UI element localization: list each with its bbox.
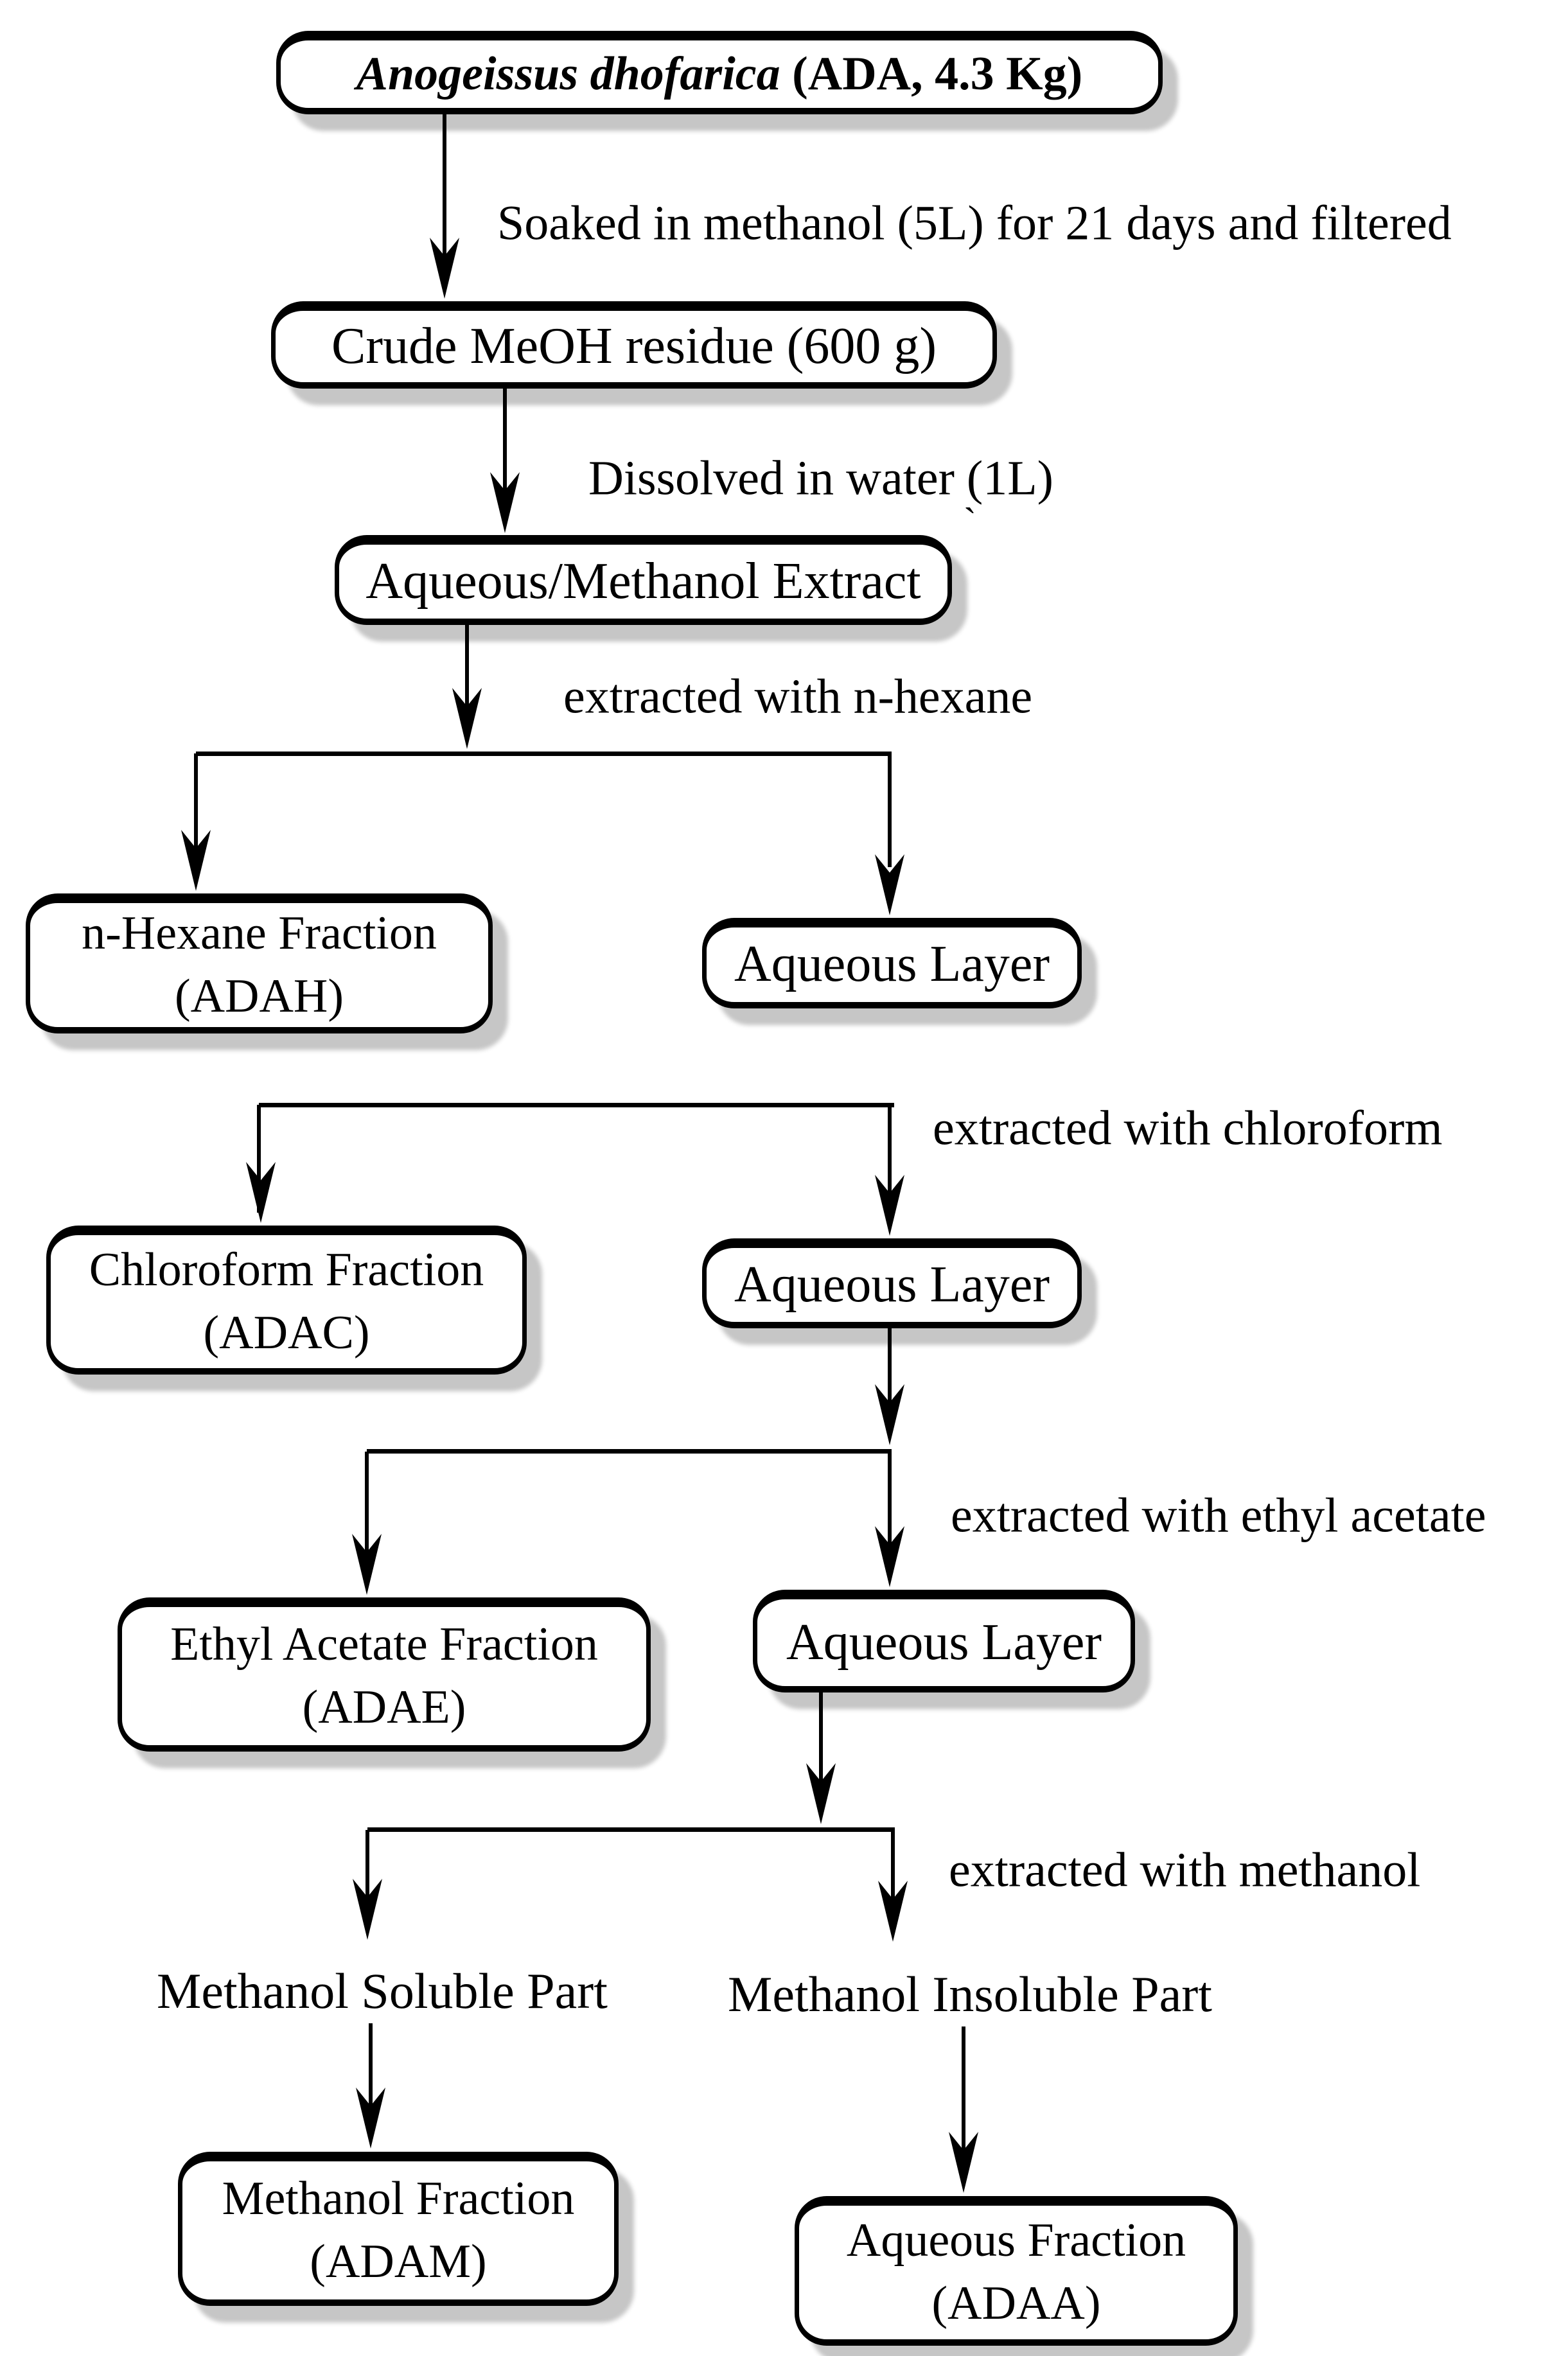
connector-line [194,753,198,879]
connector-line [257,1105,261,1213]
chloroform-fraction-code: (ADAC) [203,1306,370,1359]
chloroform-fraction-label: Chloroform Fraction [89,1243,484,1296]
aqueous-layer-1-label: Aqueous Layer [734,936,1050,993]
node-aqueous-layer-3: Aqueous Layer [753,1590,1135,1692]
aqueous-fraction-label: Aqueous Fraction [846,2214,1186,2267]
node-crude-meoh-residue: Crude MeOH residue (600 g) [271,301,997,389]
connector-line [888,1327,892,1436]
edge-label-hexane: extracted with n-hexane [563,669,1033,724]
source-material-label: Anogeissus dhofarica (ADA, 4.3 Kg) [357,45,1083,103]
ethyl-acetate-fraction-code: (ADAE) [302,1680,466,1734]
connector-line [888,1105,892,1226]
node-chloroform-fraction: Chloroform Fraction (ADAC) [46,1226,527,1375]
edge-label-soaked: Soaked in methanol (5L) for 21 days and … [497,196,1452,251]
connector-line [888,1452,892,1578]
methanol-fraction-label: Methanol Fraction [222,2172,575,2225]
species-name: Anogeissus dhofarica [356,48,780,101]
aqueous-fraction-code: (ADAA) [931,2277,1101,2330]
methanol-fraction-code: (ADAM) [310,2235,487,2288]
ethyl-acetate-fraction-label: Ethyl Acetate Fraction [170,1617,598,1671]
aqueous-methanol-label: Aqueous/Methanol Extract [366,552,921,610]
connector-line [962,2026,965,2185]
connector-line [366,1830,369,1931]
connector-line [819,1691,823,1815]
branch-line [259,1103,894,1107]
node-methanol-fraction: Methanol Fraction (ADAM) [178,2152,619,2306]
hexane-fraction-code: (ADAH) [174,969,344,1023]
node-methanol-soluble-part: Methanol Soluble Part [157,1963,608,2019]
branch-line [196,752,892,756]
connector-line [369,2023,373,2140]
node-aqueous-fraction: Aqueous Fraction (ADAA) [795,2196,1238,2346]
edge-label-dissolved: Dissolved in water (1L) [588,451,1053,505]
connector-line [891,1830,895,1933]
node-aqueous-layer-1: Aqueous Layer [702,918,1082,1008]
connector-line [365,1452,369,1587]
node-aqueous-layer-2: Aqueous Layer [702,1238,1082,1328]
connector-line [888,753,892,867]
node-ethyl-acetate-fraction: Ethyl Acetate Fraction (ADAE) [118,1597,651,1752]
edge-label-ethyl-acetate: extracted with ethyl acetate [951,1488,1486,1543]
branch-line [367,1827,895,1832]
aqueous-layer-3-label: Aqueous Layer [786,1613,1102,1671]
branch-line [367,1449,892,1454]
node-methanol-insoluble-part: Methanol Insoluble Part [728,1966,1212,2022]
connector-line [465,625,469,739]
aqueous-layer-2-label: Aqueous Layer [734,1256,1050,1313]
scan-artifact-mark: ` [964,500,976,543]
edge-label-chloroform: extracted with chloroform [933,1101,1443,1156]
connector-line [443,114,446,289]
node-hexane-fraction: n-Hexane Fraction (ADAH) [26,893,493,1033]
connector-line [503,389,507,520]
hexane-fraction-label: n-Hexane Fraction [82,906,437,960]
down-arrowhead-icon [246,1162,276,1223]
source-weight: (ADA, 4.3 Kg) [780,48,1083,101]
node-aqueous-methanol-extract: Aqueous/Methanol Extract [335,535,952,625]
crude-meoh-label: Crude MeOH residue (600 g) [331,317,937,374]
edge-label-methanol: extracted with methanol [949,1843,1421,1897]
node-source-material: Anogeissus dhofarica (ADA, 4.3 Kg) [276,31,1163,114]
